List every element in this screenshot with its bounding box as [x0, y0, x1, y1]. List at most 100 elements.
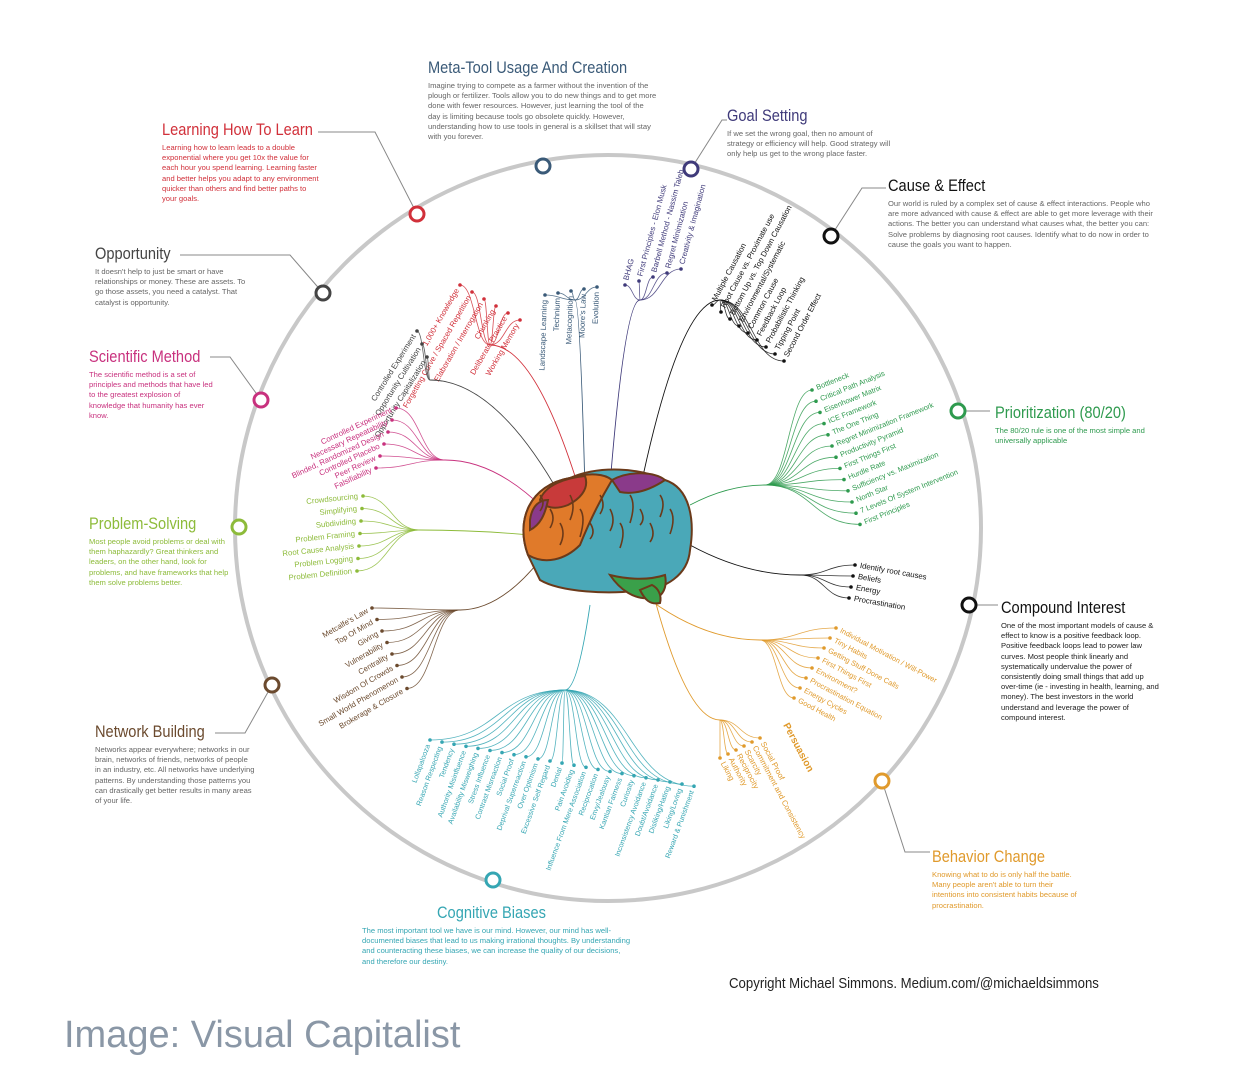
hub-connector [574, 299, 586, 491]
leader-line [830, 187, 886, 237]
category-title: Scientific Method [89, 347, 201, 366]
branch-dot [400, 675, 404, 679]
branch-dot [822, 421, 826, 426]
branch-line [362, 495, 421, 531]
brain-lobe [638, 583, 662, 605]
category-learning-how-to-learn: Learning How To Learn Learning how to le… [162, 120, 322, 204]
branch-dot [386, 430, 390, 434]
branch-line [719, 719, 729, 755]
branch-line [564, 689, 683, 785]
branch-label: Metacognition [564, 296, 575, 345]
branch-line [383, 443, 446, 461]
branch-label: BHAG [622, 258, 636, 282]
category-title: Meta-Tool Usage And Creation [428, 58, 628, 77]
hub-connector [654, 599, 721, 721]
ring-marker [314, 284, 332, 302]
category-description: Knowing what to do is only half the batt… [932, 870, 1077, 910]
category-title: Opportunity [95, 244, 171, 263]
branch-line [719, 299, 776, 355]
branch-line [799, 564, 856, 576]
category-goal-setting: Goal Setting If we set the wrong goal, t… [727, 106, 892, 160]
ring-marker [484, 871, 502, 889]
category-title: Cause & Effect [888, 176, 986, 195]
branch-line [799, 574, 850, 599]
branch-dot [395, 663, 399, 668]
branch-dot [814, 399, 818, 404]
branch-line [489, 319, 521, 346]
leader-line [210, 356, 262, 401]
branch-line [564, 689, 695, 787]
category-network-building: Network Building Networks appear everywh… [95, 722, 255, 806]
branch-line [639, 268, 682, 301]
branch-dot [428, 738, 432, 742]
branch-dot [830, 444, 834, 448]
branch-dot [850, 500, 854, 504]
branch-dot [355, 569, 359, 573]
branch-dot [370, 606, 374, 610]
branch-line [477, 689, 566, 749]
branch-dot [718, 756, 722, 760]
branch-dot [394, 406, 398, 410]
branch-dot [494, 304, 498, 308]
branch-line [719, 719, 737, 751]
category-description: Networks appear everywhere; networks in … [95, 745, 255, 806]
branch-dot [816, 656, 820, 660]
brain-fold [609, 508, 614, 532]
branch-line [564, 689, 575, 766]
branch-dot [382, 442, 386, 446]
branch-line [764, 412, 821, 486]
branch-dot [440, 740, 444, 744]
brain-fold [629, 494, 634, 524]
branch-line [764, 484, 853, 503]
category-problem-solving: Problem-Solving Most people avoid proble… [89, 514, 229, 588]
branch-dot [524, 755, 528, 759]
hub-connector [649, 599, 761, 641]
branch-dot [764, 345, 768, 349]
branch-dot [482, 297, 486, 301]
hub-connector [564, 604, 591, 691]
category-title: Behavior Change [932, 847, 1045, 866]
branch-line [396, 609, 461, 666]
category-compound-interest: Compound Interest One of the most import… [1001, 598, 1161, 723]
branch-line [564, 689, 623, 774]
branch-dot [623, 283, 627, 287]
branch-dot [828, 636, 832, 640]
branch-dot [834, 455, 838, 460]
branch-dot [584, 765, 588, 770]
category-title: Prioritization (80/20) [995, 403, 1126, 422]
branch-dot [838, 466, 842, 471]
branch-dot [560, 761, 564, 765]
branch-line [719, 299, 740, 327]
brain-lobe [529, 498, 550, 532]
branch-line [361, 508, 421, 531]
branch-label: Beliefs [857, 572, 882, 585]
hub-connector [429, 379, 561, 496]
branch-dot [385, 640, 389, 645]
branch-dot [390, 652, 394, 656]
branch-dot [620, 771, 624, 776]
brain-fold [559, 522, 564, 546]
branch-dot [853, 563, 857, 567]
branch-label: Moore's Law [577, 293, 588, 338]
branch-line [386, 609, 461, 643]
persuasion-label: Persuasion [780, 721, 815, 774]
branch-dot [360, 506, 364, 511]
branch-line [764, 434, 829, 486]
branch-line [719, 719, 753, 743]
brain-fold [619, 522, 624, 549]
leader-line [215, 684, 273, 734]
leader-line [881, 780, 930, 853]
branch-line [799, 574, 852, 588]
brain-illustration [522, 468, 693, 605]
category-description: One of the most important models of caus… [1001, 621, 1159, 722]
branch-line [564, 689, 587, 768]
branch-line [375, 459, 446, 469]
branch-dot [719, 310, 723, 314]
hub-connector [639, 299, 721, 491]
branch-line [564, 689, 671, 783]
branch-dot [728, 317, 732, 321]
branch-line [501, 689, 566, 753]
branch-line [574, 286, 598, 301]
branch-line [453, 689, 566, 745]
branch-line [557, 292, 576, 301]
